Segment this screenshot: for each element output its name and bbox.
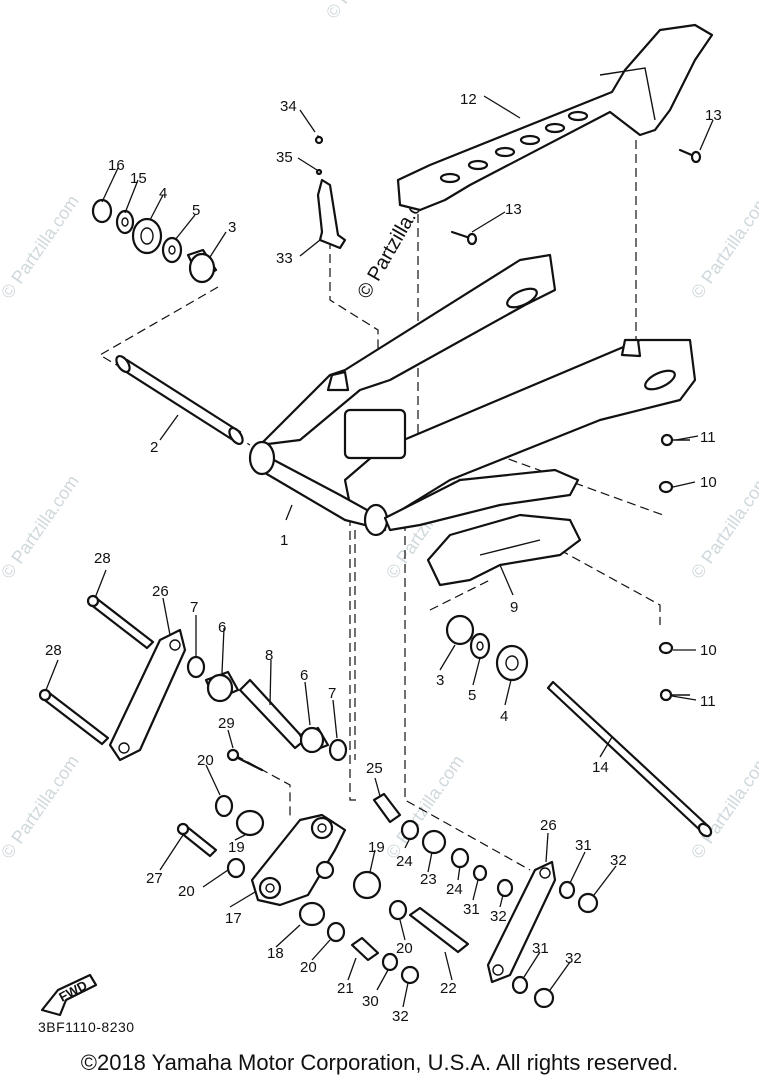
callout-26: 26 [152,583,169,600]
callout-10: 10 [700,642,717,659]
part-28-bolts[interactable] [38,594,155,746]
callout-8: 8 [265,647,273,664]
callout-11: 11 [700,693,716,710]
callout-20: 20 [300,959,317,976]
callout-11: 11 [700,429,716,446]
callout-14: 14 [592,759,609,776]
callout-13: 13 [505,201,522,218]
callout-22: 22 [440,980,457,997]
callout-2: 2 [150,439,158,456]
callout-5: 5 [192,202,200,219]
callout-15: 15 [130,170,147,187]
callout-26: 26 [540,817,557,834]
callout-7: 7 [190,599,198,616]
callout-24: 24 [396,853,413,870]
callout-31: 31 [463,901,480,918]
callout-23: 23 [420,871,437,888]
callout-16: 16 [108,157,125,174]
callout-19: 19 [228,839,245,856]
part-29-bolt[interactable] [226,748,264,772]
part-10-11-fasteners[interactable] [658,433,690,702]
callout-31: 31 [575,837,592,854]
callout-33: 33 [276,250,293,267]
callout-31: 31 [532,940,549,957]
part-26-connecting-rod-left[interactable] [108,628,187,762]
watermark: © Partzilla.com [0,191,83,302]
callout-13: 13 [705,107,722,124]
callout-7: 7 [328,685,336,702]
callout-6: 6 [218,619,226,636]
callout-20: 20 [396,940,413,957]
callout-3: 3 [436,672,444,689]
callout-32: 32 [392,1008,409,1025]
callout-32: 32 [565,950,582,967]
callout-25: 25 [366,760,383,777]
callout-6: 6 [300,667,308,684]
callout-27: 27 [146,870,163,887]
callout-29: 29 [218,715,235,732]
copyright-notice: ©2018 Yamaha Motor Corporation, U.S.A. A… [80,1050,679,1075]
callout-17: 17 [225,910,242,927]
part-17-relay-arm[interactable] [250,813,347,907]
relay-bushings-right[interactable] [350,792,599,1009]
part-6-7-8-bushings[interactable] [186,655,348,762]
callout-4: 4 [500,708,508,725]
callout-3: 3 [228,219,236,236]
lower-bearing-stack[interactable] [445,614,529,682]
leader-lines [45,95,714,1008]
callout-19: 19 [368,839,385,856]
callout-9: 9 [510,599,518,616]
drawing-code: 3BF1110-8230 [38,1019,135,1035]
fwd-arrow: FWD [40,973,98,1017]
part-14-axle-bolt[interactable] [546,680,713,838]
callout-32: 32 [610,852,627,869]
callout-4: 4 [159,185,167,202]
part-13-bolts[interactable] [450,148,702,246]
callout-32: 32 [490,908,507,925]
watermark: © Partzilla.com [0,471,83,582]
part-33-bracket[interactable] [314,134,347,250]
part-9-chain-guard[interactable] [383,468,582,587]
part-2-pivot-shaft[interactable] [114,354,246,446]
upper-bearing-stack[interactable] [91,198,218,284]
part-12-rear-frame[interactable] [396,23,714,212]
callout-24: 24 [446,881,463,898]
callout-10: 10 [700,474,717,491]
callouts: 1 2 3 3 4 4 5 5 6 6 7 7 8 9 10 10 11 11 … [45,91,722,1025]
callout-28: 28 [45,642,62,659]
callout-28: 28 [94,550,111,567]
callout-20: 20 [197,752,214,769]
callout-34: 34 [280,98,297,115]
watermark: © Partzilla.com [0,751,83,862]
part-26-connecting-rod-right[interactable] [486,860,557,984]
callout-21: 21 [337,980,354,997]
callout-12: 12 [460,91,477,108]
callout-5: 5 [468,687,476,704]
relay-bushings-left[interactable] [214,794,346,943]
watermark: © Partzilla.com [687,471,759,582]
callout-18: 18 [267,945,284,962]
fwd-label: FWD [56,978,89,1005]
watermark: © Partzilla.com [687,751,759,862]
part-27-bolt[interactable] [176,822,218,858]
callout-20: 20 [178,883,195,900]
callout-1: 1 [280,532,288,549]
watermark: © Partzilla.com [687,191,759,302]
part-1-swingarm[interactable] [248,253,697,537]
watermark: © Partzilla.com [322,0,408,22]
callout-30: 30 [362,993,379,1010]
callout-35: 35 [276,149,293,166]
